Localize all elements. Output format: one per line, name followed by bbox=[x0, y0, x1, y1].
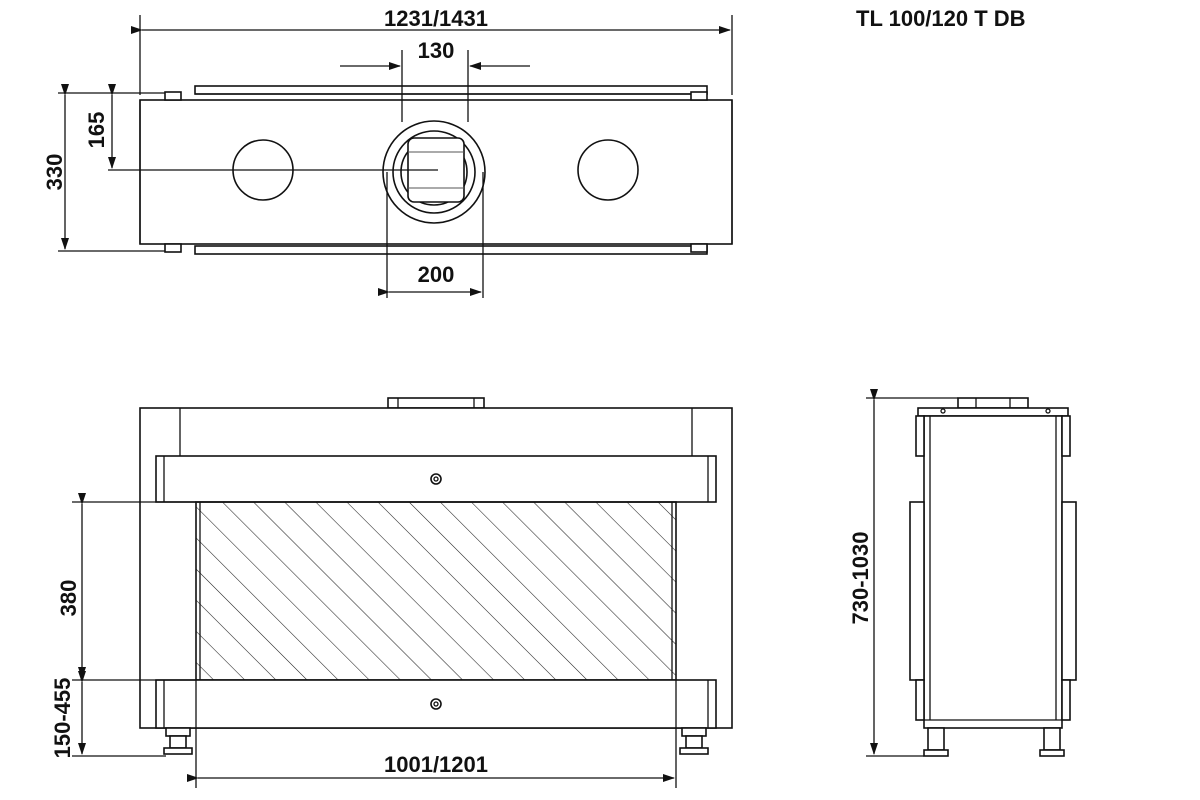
total-height-dimension: 730-1030 bbox=[848, 532, 873, 625]
side-view: 730-1030 bbox=[848, 389, 1077, 757]
width-dimension: 1231/1431 bbox=[384, 6, 488, 31]
right-hole bbox=[577, 139, 639, 201]
depth-dimension: 330 bbox=[42, 154, 67, 191]
front-view: 380 150-455 1001/1201 bbox=[50, 397, 733, 788]
glass-panel bbox=[195, 501, 677, 681]
glass-height-dimension: 380 bbox=[56, 580, 81, 617]
half-depth-dimension: 165 bbox=[84, 112, 109, 149]
base-height-dimension: 150-455 bbox=[50, 678, 75, 759]
flue-inner-dimension: 130 bbox=[418, 38, 455, 63]
top-view: 1231/1431 130 200 330 165 bbox=[42, 6, 733, 298]
flue-outer-dimension: 200 bbox=[418, 262, 455, 287]
glass-width-dimension: 1001/1201 bbox=[384, 752, 488, 777]
model-label: TL 100/120 T DB bbox=[856, 6, 1026, 31]
